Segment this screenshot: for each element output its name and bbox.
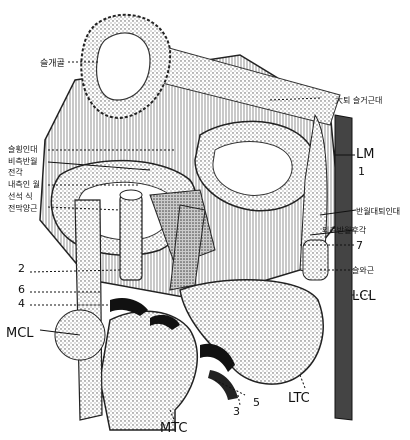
label-medial-ligament-deep: 내측인 월 — [8, 179, 40, 189]
label-two: 2 — [18, 262, 25, 275]
label-mcl: MCL — [6, 326, 34, 341]
label-semimembranosus: 전막양근 — [8, 203, 37, 213]
label-five: 5 — [253, 396, 260, 409]
label-quad-tendon: 大퇴 슬거근대 — [335, 95, 382, 105]
medial-tibial-condyle — [100, 311, 197, 430]
label-mtc: MTC — [160, 421, 187, 436]
label-deep-short: 선석 식 — [8, 191, 33, 201]
label-lcl: LCL — [352, 289, 376, 304]
label-lateral-horn-post: 외측반월후각 — [322, 225, 367, 235]
notch-dark-4 — [208, 370, 238, 400]
label-ltc: LTC — [288, 391, 310, 406]
label-four: 4 — [18, 297, 25, 310]
label-three: 3 — [233, 405, 240, 418]
lateral-tibial-condyle — [180, 280, 323, 384]
label-six: 6 — [18, 283, 25, 296]
label-lateral-meniscus-post: 반월대퇴인대 — [356, 206, 400, 216]
label-medial-meniscus-anterior: 비측반월 — [8, 156, 37, 166]
lcl-band — [335, 115, 352, 420]
popliteus-stub — [303, 240, 328, 280]
label-anterior-horn: 전각 — [8, 167, 23, 177]
label-patella: 슬개골 — [40, 58, 65, 69]
label-seven: 7 — [356, 239, 363, 252]
label-popliteus: 슬와근 — [352, 265, 374, 275]
acl-stump — [120, 195, 142, 280]
label-lm: LM — [356, 147, 374, 162]
label-transverse-lig: 슬횡인대 — [8, 144, 37, 154]
label-one: 1 — [358, 165, 365, 178]
